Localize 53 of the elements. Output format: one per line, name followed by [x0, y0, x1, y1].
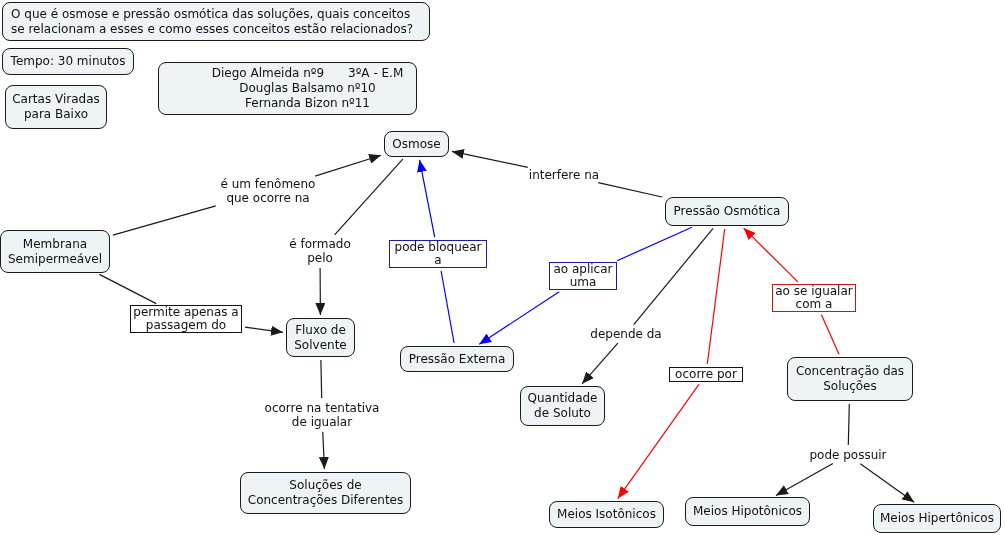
question-box: O que é osmose e pressão osmótica das soluções, quais conceitos se relacionam a esses e como esses conceitos estão relacionados?: [2, 2, 430, 41]
connector-line: [112, 205, 217, 236]
arrow: [478, 291, 560, 345]
linking-phrase: depende da: [586, 327, 666, 341]
concept-box: Membrana Semipermeável: [0, 230, 110, 273]
connector-line: [98, 273, 157, 305]
concept-box: Pressão Externa: [400, 346, 514, 372]
arrow: [318, 431, 329, 470]
concept-box: Pressão Osmótica: [665, 197, 789, 226]
linking-phrase: é um fenômeno que ocorre na: [216, 177, 320, 205]
linking-phrase-box: pode bloquear a: [389, 240, 487, 268]
concept-box: Soluções de Concentrações Diferentes: [240, 472, 411, 514]
concept-box: Concentração das Soluções: [787, 357, 913, 401]
arrow: [859, 463, 915, 503]
node-text: Douglas Balsamo nº10: [239, 81, 376, 96]
note-box: Cartas Viradas para Baixo: [5, 85, 107, 129]
arrow: [581, 342, 619, 385]
info-box: [158, 62, 417, 115]
connector-line: [597, 182, 663, 198]
concept-box: Meios Hipotônicos: [685, 497, 810, 526]
linking-phrase-box: ocorre por: [669, 367, 743, 382]
node-text: Diego Almeida nº9: [211, 66, 325, 81]
arrow: [775, 462, 834, 497]
connector-line: [320, 359, 323, 399]
linking-phrase-box: permite apenas a passagem do: [130, 305, 242, 333]
arrow: [417, 159, 436, 238]
linking-phrase-box: ao aplicar uma: [549, 262, 617, 290]
connector-line: [334, 158, 404, 236]
concept-box: Meios Isotônicos: [549, 501, 664, 528]
linking-phrase: ocorre na tentativa de igualar: [260, 401, 384, 429]
node-text: Fernanda Bizon nº11: [245, 96, 370, 111]
arrow: [244, 325, 284, 336]
arrow: [617, 383, 700, 500]
connector-line: [706, 228, 726, 365]
arrow: [743, 227, 799, 283]
concept-box: Quantidade de Soluto: [520, 386, 605, 426]
node-text: 3ºA - E.M: [348, 66, 404, 81]
concept-box: Fluxo de Solvente: [286, 318, 355, 357]
concept-box: Meios Hipertônicos: [873, 504, 1001, 533]
linking-phrase-box: ao se igualar com a: [772, 284, 856, 312]
connector-line: [847, 403, 850, 446]
connector-line: [633, 227, 714, 326]
connector-line: [616, 226, 693, 262]
arrow: [315, 267, 326, 316]
linking-phrase: é formado pelo: [285, 237, 355, 265]
arrow: [451, 149, 529, 168]
linking-phrase: pode possuir: [805, 448, 891, 462]
note-box: Tempo: 30 minutos: [2, 48, 134, 75]
connector-line: [440, 270, 455, 344]
connector-line: [820, 314, 840, 355]
linking-phrase: interfere na: [524, 168, 604, 182]
arrow: [314, 154, 382, 177]
concept-box: Osmose: [384, 131, 449, 157]
